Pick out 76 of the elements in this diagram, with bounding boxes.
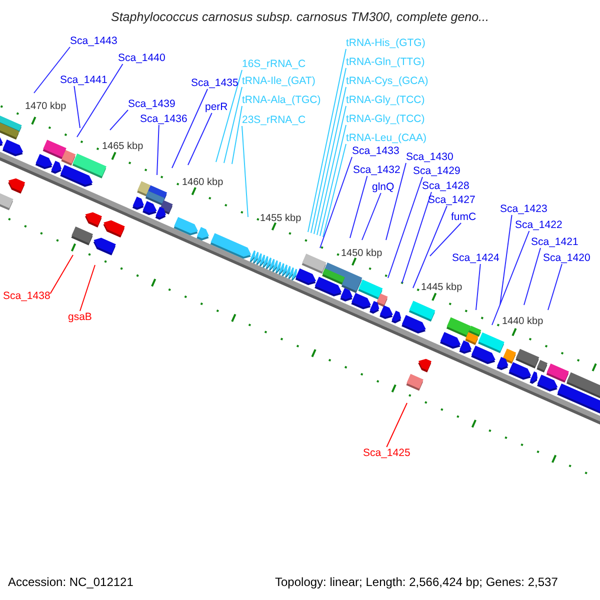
leader-line [320, 124, 346, 236]
leader-line [216, 70, 242, 162]
leader-line [350, 176, 368, 238]
gene-label: tRNA-Ala_(TGC) [242, 94, 321, 106]
leader-line [500, 214, 512, 306]
gene-label: Sca_1440 [118, 52, 166, 64]
gene-label: tRNA-Leu_(CAA) [346, 132, 427, 144]
leader-line [110, 110, 128, 130]
leader-line [76, 64, 124, 138]
gene-label: Sca_1421 [531, 236, 578, 248]
gene-label: Sca_1435 [191, 77, 238, 89]
gene-label: Sca_1430 [406, 151, 454, 163]
gene-label: Sca_1443 [70, 35, 118, 47]
leader-line [34, 46, 70, 94]
tick-label: 1460 kbp [182, 177, 224, 189]
gene-label: Sca_1423 [500, 203, 548, 215]
tick-label: 1465 kbp [102, 141, 144, 153]
gene-label: glnQ [372, 181, 394, 193]
gene-label: Sca_1420 [543, 252, 590, 264]
genome-summary-text: Topology: linear; Length: 2,566,424 bp; Genes: 2,537 [275, 574, 558, 590]
gene-label: tRNA-Gln_(TTG) [346, 56, 425, 68]
leader-line [476, 264, 481, 310]
leader-line [314, 86, 346, 234]
tick-label: 1455 kbp [260, 213, 302, 225]
leader-line [492, 230, 530, 326]
leader-line [188, 112, 212, 166]
leader-line [412, 206, 448, 288]
tick-label: 1440 kbp [502, 316, 544, 328]
gene-label: Sca_1424 [452, 252, 500, 264]
gene-label: tRNA-His_(GTG) [346, 37, 426, 49]
tick-label: 1445 kbp [421, 282, 462, 294]
gene-label: 16S_rRNA_C [242, 58, 306, 70]
leader-line [310, 68, 346, 234]
title: Staphylococcus carnosus subsp. carnosus TM300, complete geno... [110, 10, 490, 24]
leader-line [308, 48, 346, 232]
leader-line [316, 106, 346, 236]
leader-line [242, 126, 248, 218]
leader-line [322, 144, 346, 238]
leader-line [430, 222, 462, 256]
gene-label: tRNA-Gly_(TCC) [346, 113, 425, 125]
gene-label: fumC [451, 211, 476, 223]
leader-line [79, 264, 96, 312]
tick-label: 1470 kbp [25, 101, 66, 113]
gene-label: tRNA-Ile_(GAT) [242, 75, 316, 87]
leader-line [386, 402, 408, 448]
gene-label: Sca_1436 [140, 113, 188, 125]
gene-label: tRNA-Cys_(GCA) [346, 75, 428, 87]
gene-label: Sca_1441 [60, 74, 108, 86]
gene-label: Sca_1429 [413, 165, 460, 177]
gene-label: 23S_rRNA_C [242, 114, 306, 126]
gene-label: perR [205, 101, 228, 113]
gene-label: Sca_1438 [3, 290, 50, 302]
leader-line [386, 162, 406, 240]
leader-line [172, 88, 208, 168]
accession-text: Accession: NC_012121 [8, 574, 134, 590]
leader-line [402, 192, 432, 284]
gene-label: Sca_1433 [352, 145, 400, 157]
gene-label: Sca_1439 [128, 98, 176, 110]
leader-line [362, 192, 382, 240]
leader-line [524, 248, 541, 306]
leader-line [50, 254, 74, 294]
gene-label: Sca_1432 [353, 164, 400, 176]
gene-label: Sca_1427 [428, 194, 476, 206]
gene-label: Sca_1422 [515, 219, 562, 231]
gene-label: gsaB [68, 311, 92, 323]
gene-label: Sca_1428 [422, 180, 470, 192]
gene-label: Sca_1425 [363, 447, 410, 459]
leader-line [224, 86, 242, 164]
leader-line [156, 124, 160, 176]
leader-line [74, 86, 80, 128]
leader-line [548, 264, 562, 310]
tick-label: 1450 kbp [341, 248, 382, 260]
leader-line [388, 176, 423, 278]
leader-line [232, 106, 242, 164]
leader-line [320, 156, 352, 248]
gene-label: tRNA-Gly_(TCC) [346, 94, 425, 106]
